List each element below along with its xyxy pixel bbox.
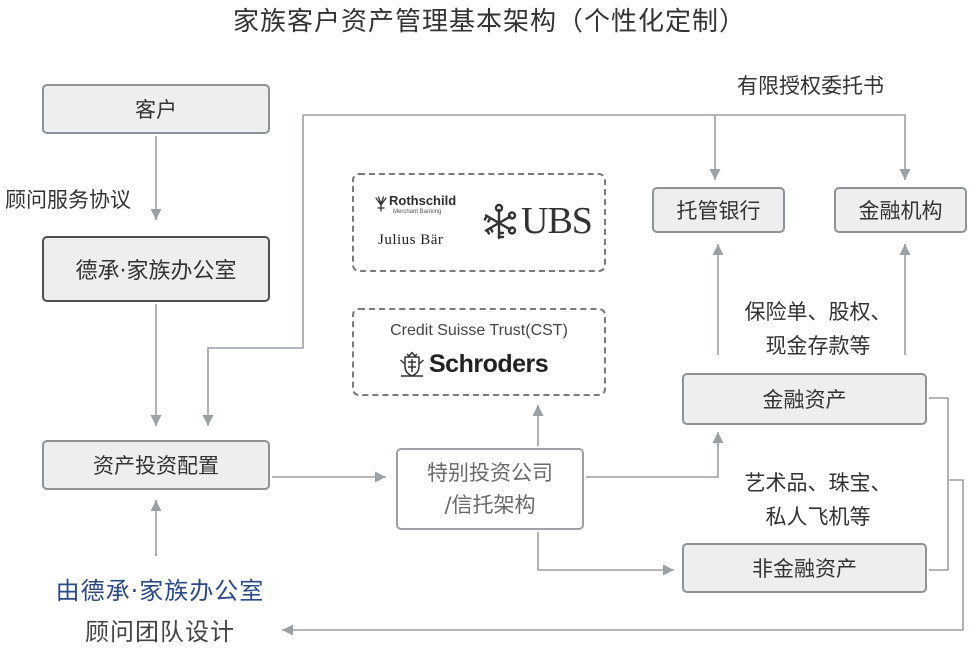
poa-line-to-financial-institution [303, 114, 911, 180]
financial-examples-line2: 现金存款等 [765, 334, 871, 358]
asset-allocation-label: 资产投资配置 [93, 454, 219, 478]
diagram-title: 家族客户资产管理基本架构（个性化定制） [232, 7, 746, 37]
limited-poa-label: 有限授权委托书 [737, 74, 884, 98]
arrow-spv-to-financial-assets [586, 432, 724, 478]
financial-institution-label: 金融机构 [858, 199, 943, 223]
non-financial-examples-line1: 艺术品、珠宝、 [744, 471, 892, 495]
non-financial-examples-line2: 私人飞机等 [765, 505, 871, 529]
arrow-spv-to-non-financial-assets [537, 532, 674, 576]
financial-assets-examples: 保险单、股权、 现金存款等 [733, 295, 903, 363]
partner-banks-group [352, 173, 606, 272]
custodian-bank-label: 托管银行 [676, 199, 761, 223]
client-label: 客户 [135, 98, 177, 122]
rothschild-arrows-icon [375, 196, 387, 212]
asset-allocation-box: 资产投资配置 [42, 440, 270, 490]
non-financial-assets-examples: 艺术品、珠宝、 私人飞机等 [733, 466, 903, 534]
spv-trust-box: 特别投资公司 /信托架构 [396, 448, 584, 530]
rothschild-subtitle: Merchant Banking [393, 209, 442, 215]
schroders-logo-text: Schroders [429, 350, 549, 378]
designed-by-line1: 由德承·家族办公室 [55, 577, 265, 605]
arrow-assets-return-to-designer [282, 479, 964, 636]
non-financial-assets-box: 非金融资产 [682, 543, 927, 593]
spv-label-line1: 特别投资公司 [427, 461, 553, 485]
designed-by-note: 由德承·家族办公室 顾问团队设计 [35, 571, 285, 653]
client-box: 客户 [42, 84, 270, 134]
designed-by-line2: 顾问团队设计 [85, 618, 235, 646]
trust-partners-group [352, 308, 606, 396]
ubs-logo-text: UBS [521, 200, 593, 242]
financial-assets-box: 金融资产 [682, 373, 927, 425]
rothschild-logo-text: Rothschild [389, 193, 457, 208]
custodian-bank-box: 托管银行 [652, 187, 785, 233]
credit-suisse-trust-text: Credit Suisse Trust(CST) [390, 322, 568, 339]
schroders-crest-icon [400, 351, 424, 377]
spv-label-line2: /信托架构 [444, 493, 536, 517]
financial-institution-box: 金融机构 [834, 187, 967, 233]
poa-line-to-allocation [202, 115, 304, 426]
family-office-label: 德承·家族办公室 [75, 259, 237, 284]
financial-examples-line1: 保险单、股权、 [744, 300, 892, 324]
non-financial-assets-label: 非金融资产 [752, 557, 857, 581]
family-office-box: 德承·家族办公室 [42, 236, 270, 302]
julius-baer-logo-text: Julius Bär [378, 232, 444, 248]
advisory-agreement-label: 顾问服务协议 [5, 188, 131, 212]
assets-bracket [929, 397, 949, 571]
financial-assets-label: 金融资产 [762, 388, 847, 412]
ubs-keys-icon [483, 203, 517, 240]
